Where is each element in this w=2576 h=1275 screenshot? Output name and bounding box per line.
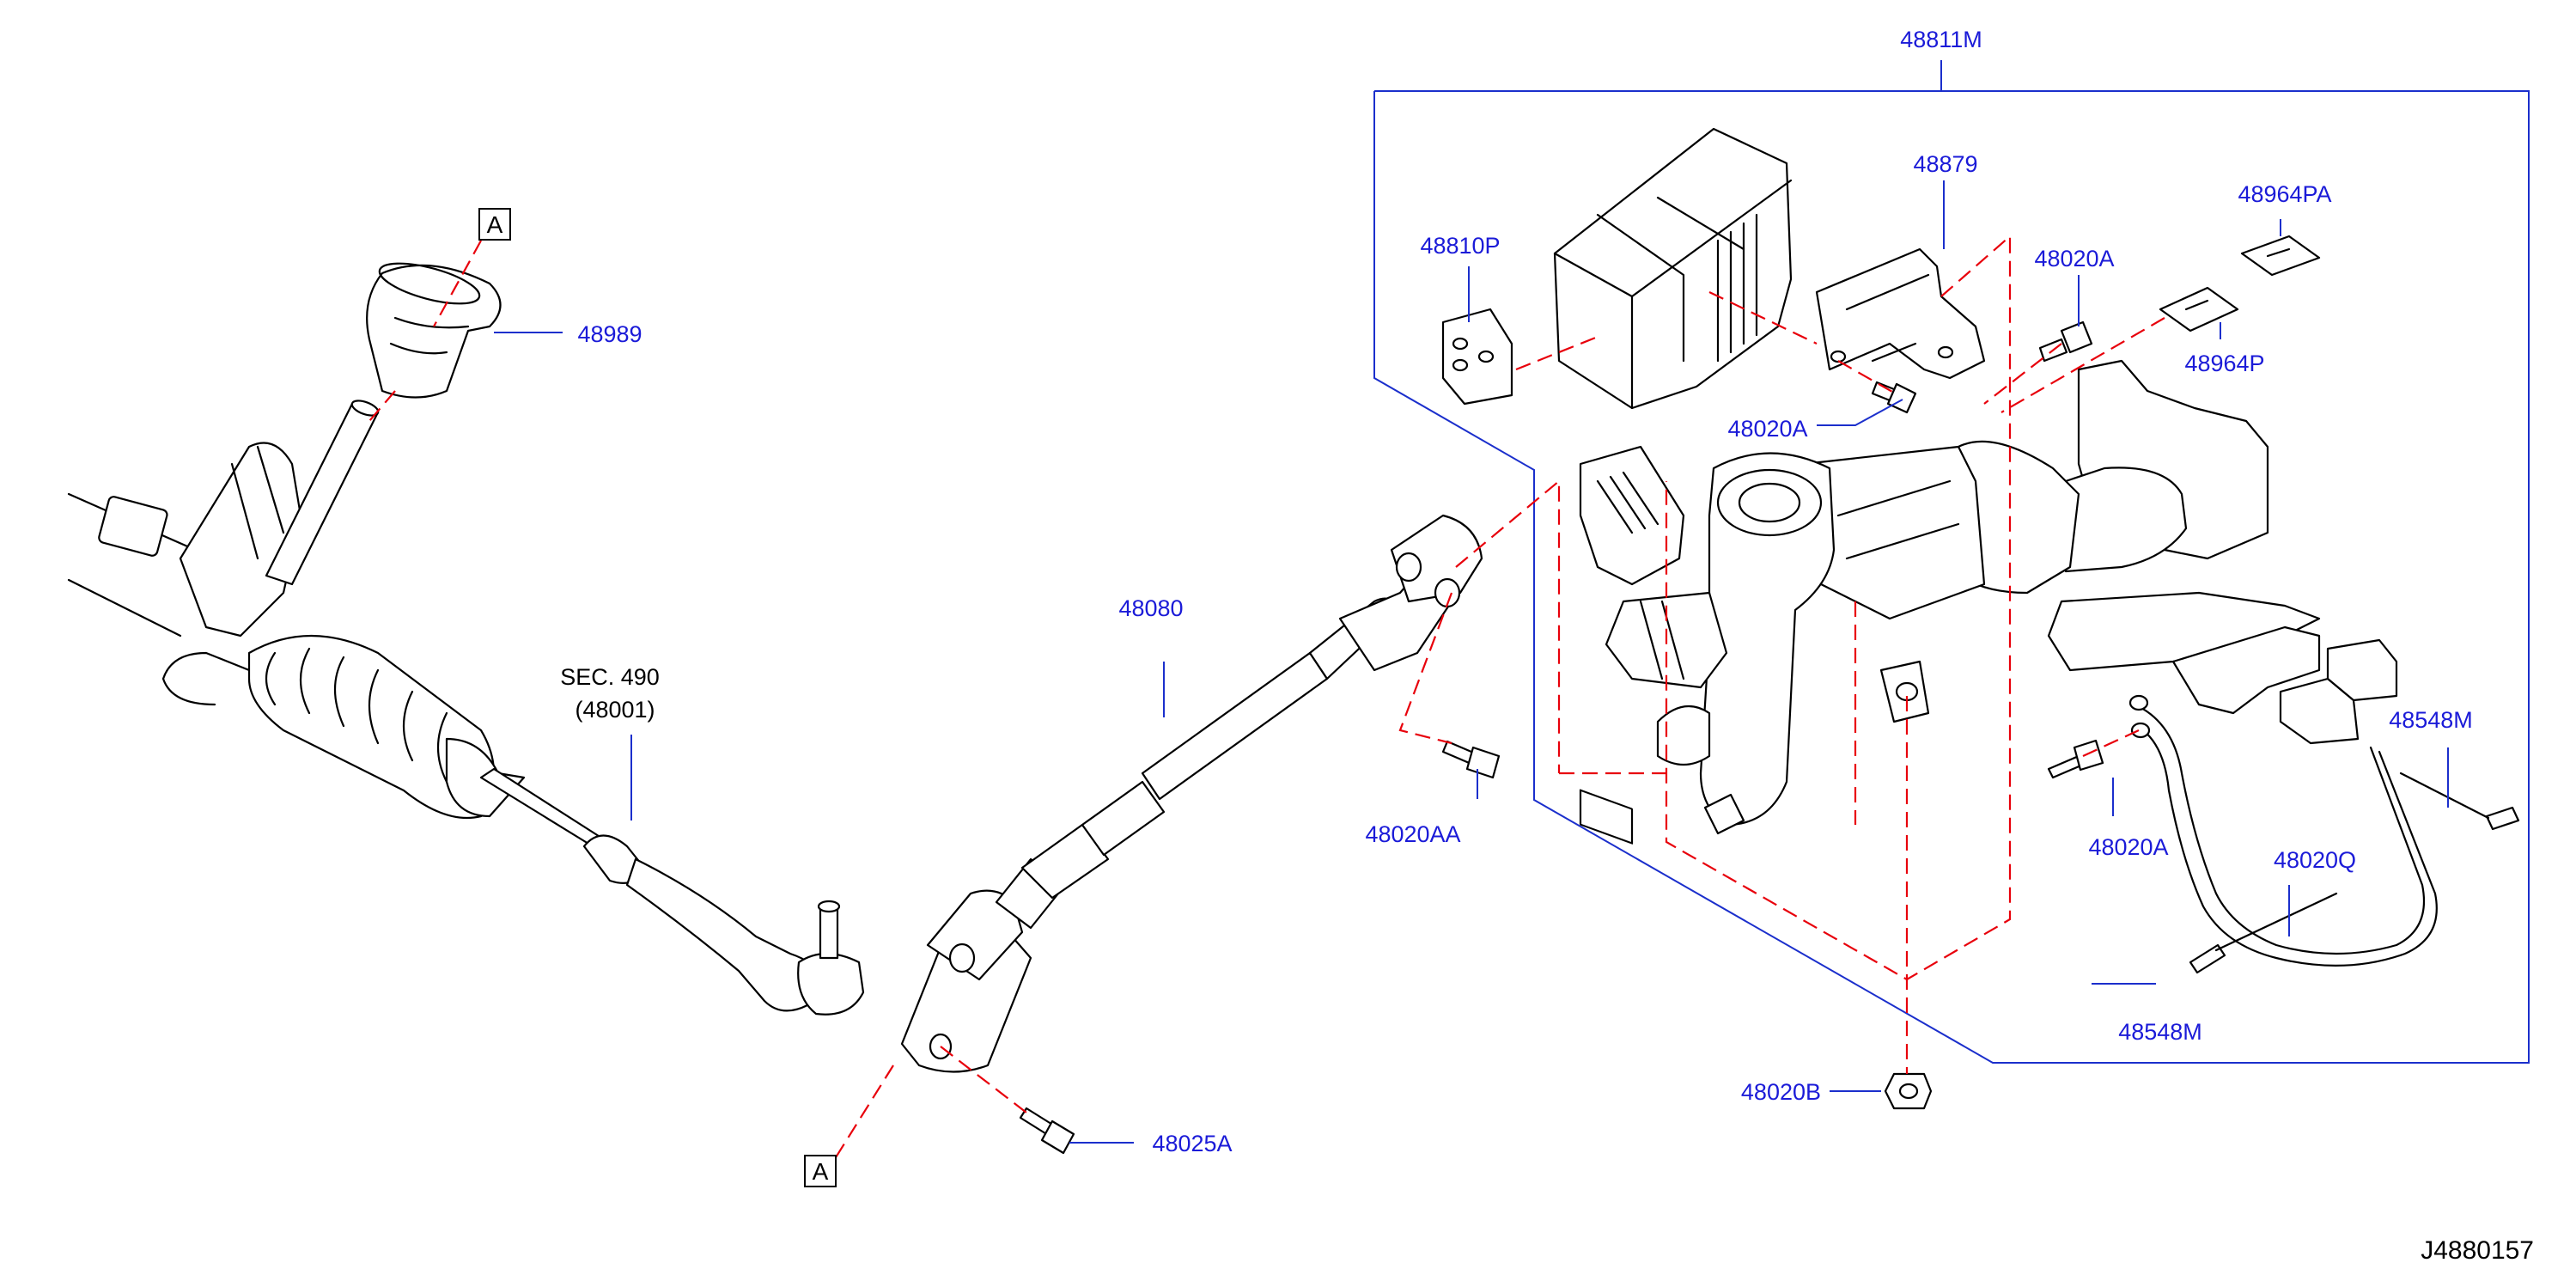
bolt-48020A-top-illustration xyxy=(2038,320,2093,363)
intermediate-shaft-illustration xyxy=(900,514,1483,1073)
steering-column-illustration xyxy=(1579,359,2321,835)
bolt-48025A-illustration xyxy=(1019,1107,1075,1155)
label-48964P: 48964P xyxy=(2184,351,2264,376)
callout-box-upper: A xyxy=(478,208,511,241)
diagram-reference: J4880157 xyxy=(2421,1236,2534,1265)
bolt-48020AA-illustration xyxy=(1441,740,1501,779)
label-48020Q: 48020Q xyxy=(2274,847,2356,873)
bolt-48020A-mid-illustration xyxy=(1871,381,1917,414)
label-48020B: 48020B xyxy=(1741,1079,1821,1105)
label-section-ref: SEC. 490 xyxy=(560,664,660,690)
label-48020AA: 48020AA xyxy=(1365,821,1460,847)
label-48879: 48879 xyxy=(1913,151,1977,177)
grommet-48989-illustration xyxy=(366,262,502,399)
connector-48810P-illustration xyxy=(1441,308,1513,406)
label-48811M: 48811M xyxy=(1900,27,1982,52)
label-48001: (48001) xyxy=(575,697,655,723)
callout-box-lower: A xyxy=(804,1155,837,1187)
bolt-48020A-right-illustration xyxy=(2047,739,2104,779)
label-48548M-bottom: 48548M xyxy=(2118,1019,2202,1045)
steering-gear-illustration xyxy=(67,400,526,820)
label-48020A-right: 48020A xyxy=(2088,834,2168,860)
label-48964PA: 48964PA xyxy=(2238,181,2331,207)
clip-48964P-illustration xyxy=(2159,286,2239,332)
label-48020A-mid: 48020A xyxy=(1727,416,1807,442)
assembly-outline-48811M xyxy=(1373,60,2530,1064)
bracket-48879-illustration xyxy=(1815,247,1986,380)
label-48548M-right: 48548M xyxy=(2389,707,2473,733)
tie-rod-illustration xyxy=(479,767,865,1016)
part-labels: 48811M 48879 48964PA 48810P 48020A 48964… xyxy=(560,27,2534,1265)
leader-lines xyxy=(494,180,2449,1144)
label-48020A-top: 48020A xyxy=(2034,246,2114,271)
label-48080: 48080 xyxy=(1118,595,1183,621)
svg-text:A: A xyxy=(813,1158,829,1185)
nut-48020B-illustration xyxy=(1884,1072,1933,1110)
clip-48964PA-illustration xyxy=(2240,235,2321,277)
label-48810P: 48810P xyxy=(1420,233,1500,259)
svg-text:A: A xyxy=(487,211,503,238)
installation-dash-lines xyxy=(368,234,2165,1169)
label-48989: 48989 xyxy=(577,321,642,347)
label-48025A: 48025A xyxy=(1152,1131,1232,1156)
control-unit-illustration xyxy=(1553,127,1793,845)
harness-48020Q-illustration xyxy=(2128,638,2520,974)
